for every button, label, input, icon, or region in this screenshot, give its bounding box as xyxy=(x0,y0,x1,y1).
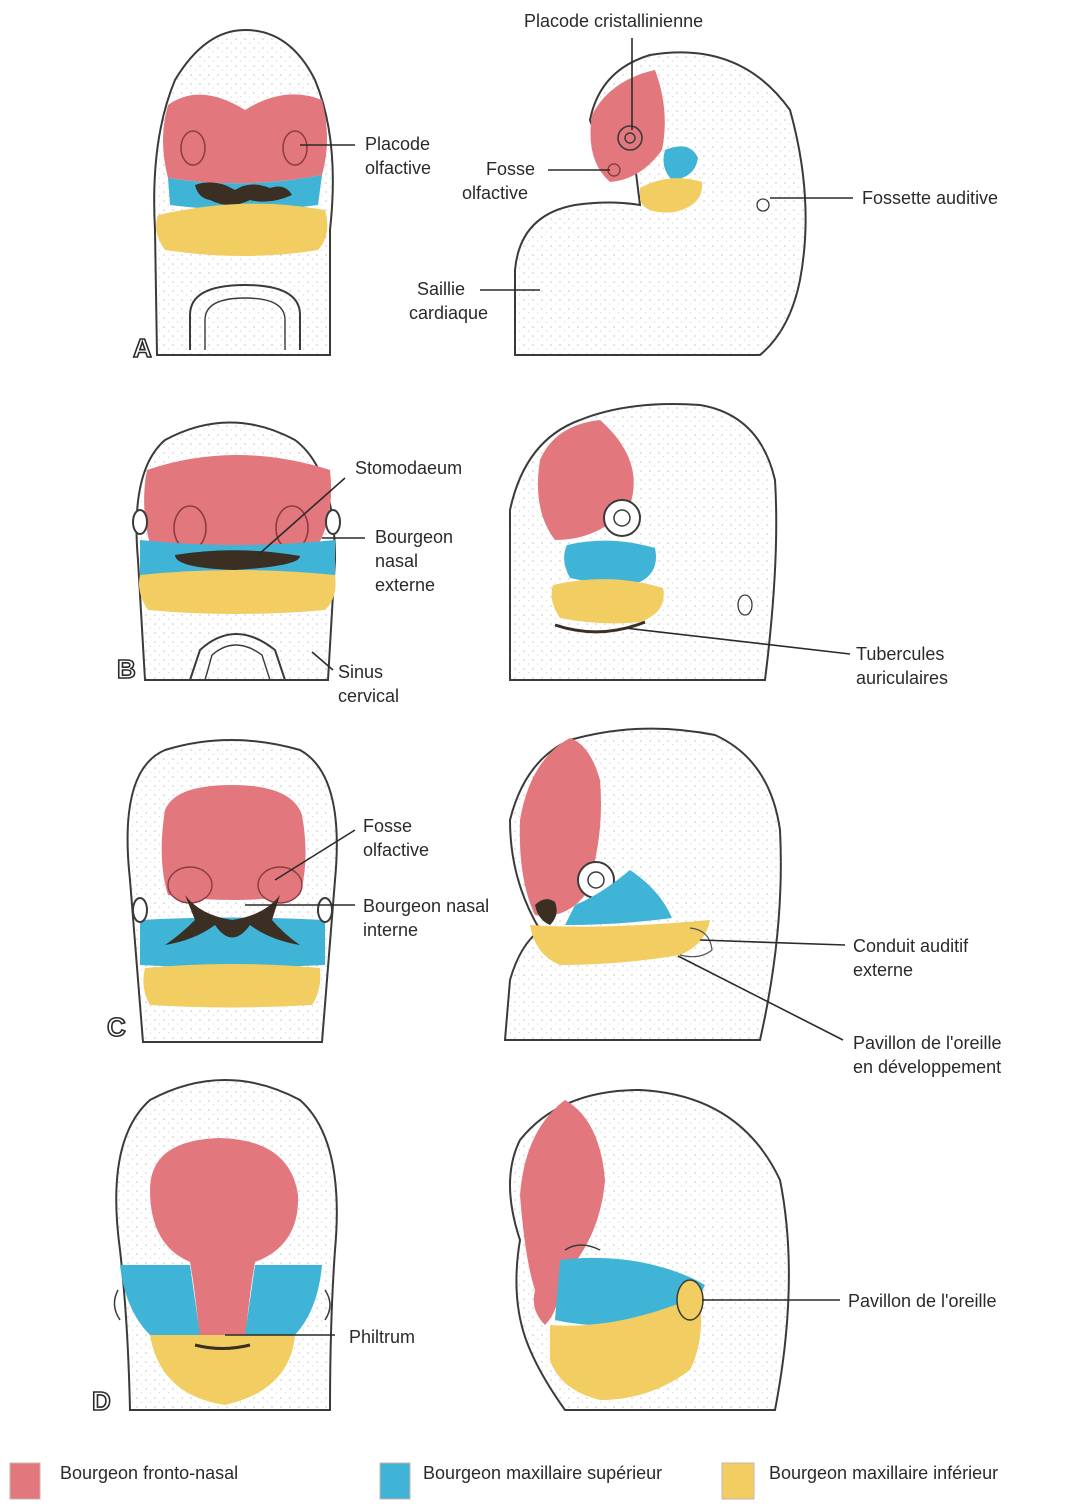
label-fosse-olfactive-a-1: Fosse xyxy=(486,159,535,179)
label-philtrum: Philtrum xyxy=(349,1327,415,1347)
label-pavillon-dev-1: Pavillon de l'oreille xyxy=(853,1033,1002,1053)
panel-c-frontal-view xyxy=(128,740,337,1042)
maxillary-superior-bud-b-lateral xyxy=(564,541,656,583)
panel-c-lateral-view xyxy=(505,729,781,1040)
panel-letter-a: A xyxy=(133,333,152,363)
legend-label-fronto-nasal: Bourgeon fronto-nasal xyxy=(60,1463,238,1483)
legend-label-maxillaire-superieur: Bourgeon maxillaire supérieur xyxy=(423,1463,662,1483)
panel-b-frontal-view xyxy=(133,423,340,681)
label-bne-2: nasal xyxy=(375,551,418,571)
panel-letter-b: B xyxy=(117,654,136,684)
legend-swatch-maxillaire-superieur xyxy=(380,1463,410,1499)
label-bni-2: interne xyxy=(363,920,418,940)
panel-d: Philtrum D Pavillon de l'oreille xyxy=(92,1080,997,1416)
label-placode-olfactive-2: olfactive xyxy=(365,158,431,178)
maxillary-inferior-bud xyxy=(156,204,327,256)
panel-b: Stomodaeum Bourgeon nasal externe Sinus … xyxy=(117,404,948,706)
label-conduit-2: externe xyxy=(853,960,913,980)
label-pavillon-dev-2: en développement xyxy=(853,1057,1001,1077)
label-conduit-1: Conduit auditif xyxy=(853,936,969,956)
label-sinus-cervical-2: cervical xyxy=(338,686,399,706)
fronto-nasal-bud-b xyxy=(144,455,331,549)
label-fosse-olfactive-c-2: olfactive xyxy=(363,840,429,860)
panel-d-frontal-view xyxy=(114,1080,336,1410)
label-placode-cristallinienne: Placode cristallinienne xyxy=(524,11,703,31)
legend: Bourgeon fronto-nasal Bourgeon maxillair… xyxy=(10,1463,998,1499)
label-fosse-olfactive-a-2: olfactive xyxy=(462,183,528,203)
label-bne-1: Bourgeon xyxy=(375,527,453,547)
maxillary-inferior-bud-b xyxy=(139,570,336,614)
panel-letter-d: D xyxy=(92,1386,111,1416)
label-sinus-cervical-1: Sinus xyxy=(338,662,383,682)
label-placode-olfactive-1: Placode xyxy=(365,134,430,154)
auricle xyxy=(677,1280,703,1320)
label-fosse-olfactive-c-1: Fosse xyxy=(363,816,412,836)
label-saillie-cardiaque-1: Saillie xyxy=(417,279,465,299)
panel-c: Fosse olfactive Bourgeon nasal interne C… xyxy=(107,729,1002,1077)
maxillary-inferior-bud-c xyxy=(143,964,320,1008)
label-stomodaeum: Stomodaeum xyxy=(355,458,462,478)
panel-d-lateral-view xyxy=(510,1090,789,1410)
panel-a-lateral-view xyxy=(515,52,806,355)
label-pavillon: Pavillon de l'oreille xyxy=(848,1291,997,1311)
label-bni-1: Bourgeon nasal xyxy=(363,896,489,916)
label-tubercules-1: Tubercules xyxy=(856,644,944,664)
legend-swatch-fronto-nasal xyxy=(10,1463,40,1499)
legend-label-maxillaire-inferieur: Bourgeon maxillaire inférieur xyxy=(769,1463,998,1483)
label-fossette-auditive: Fossette auditive xyxy=(862,188,998,208)
maxillary-inferior-bud-b-lateral xyxy=(552,579,664,623)
label-saillie-cardiaque-2: cardiaque xyxy=(409,303,488,323)
panel-a: Placode olfactive A Placode cristallinie… xyxy=(133,11,998,363)
panel-b-lateral-view xyxy=(510,404,776,680)
label-bne-3: externe xyxy=(375,575,435,595)
panel-letter-c: C xyxy=(107,1012,126,1042)
legend-swatch-maxillaire-inferieur xyxy=(722,1463,754,1499)
panel-a-frontal-view xyxy=(154,30,333,355)
label-tubercules-2: auriculaires xyxy=(856,668,948,688)
